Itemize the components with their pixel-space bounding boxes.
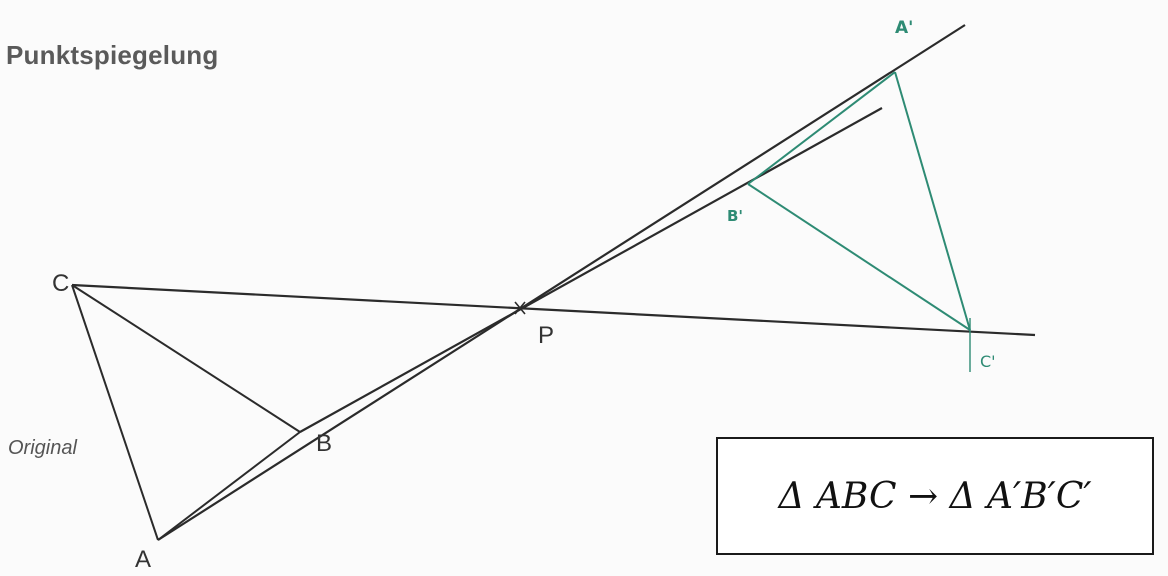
point-p-marker bbox=[514, 301, 526, 315]
vertex-label-a: A bbox=[135, 546, 152, 573]
side-bprime-cprime bbox=[747, 183, 971, 331]
formula-text: Δ ABC → Δ A′B′C′ bbox=[778, 475, 1092, 517]
line-c-p-cprime bbox=[71, 283, 1036, 337]
side-aprime-cprime bbox=[894, 71, 971, 331]
side-a-b bbox=[157, 431, 301, 541]
vertex-label-b: B bbox=[316, 430, 333, 457]
vertex-label-aprime: A' bbox=[895, 18, 914, 38]
page-title: Punktspiegelung bbox=[6, 40, 219, 70]
side-c-a bbox=[71, 284, 159, 541]
original-label: Original bbox=[8, 437, 77, 459]
vertex-label-c: C bbox=[52, 270, 70, 297]
vertex-label-cprime: C' bbox=[980, 352, 996, 371]
center-label-p: P bbox=[538, 322, 555, 349]
vertex-label-bprime: B' bbox=[727, 207, 744, 225]
side-c-b bbox=[71, 284, 301, 433]
side-aprime-bprime bbox=[747, 71, 896, 185]
line-a-p-aprime bbox=[157, 24, 966, 541]
line-b-p-bprime bbox=[299, 107, 883, 433]
formula-box: Δ ABC → Δ A′B′C′ bbox=[716, 437, 1154, 555]
